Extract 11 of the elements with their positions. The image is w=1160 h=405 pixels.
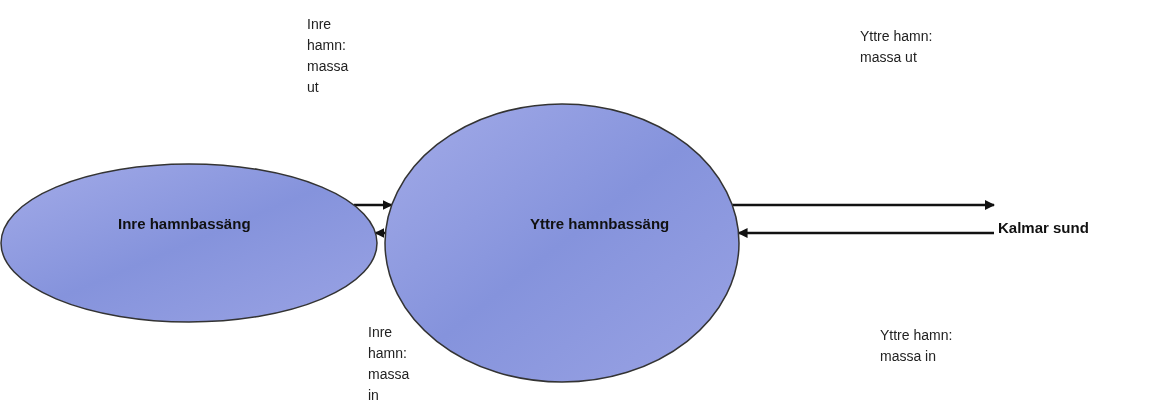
node-label: Kalmar sund (998, 218, 1090, 238)
node-label: Yttre hamnbassäng (530, 214, 671, 234)
annotation-label: Inre hamn: massa ut (307, 15, 350, 97)
arrow (374, 228, 386, 238)
annotation-label: Yttre hamn: massa ut (860, 27, 934, 67)
node-label: Inre hamnbassäng (118, 214, 252, 234)
arrow (353, 200, 393, 210)
annotation-label: Inre hamn: massa in (368, 323, 411, 405)
basin-ellipse (0, 163, 378, 323)
annotation-label: Yttre hamn: massa in (880, 326, 954, 366)
arrow (732, 200, 995, 210)
